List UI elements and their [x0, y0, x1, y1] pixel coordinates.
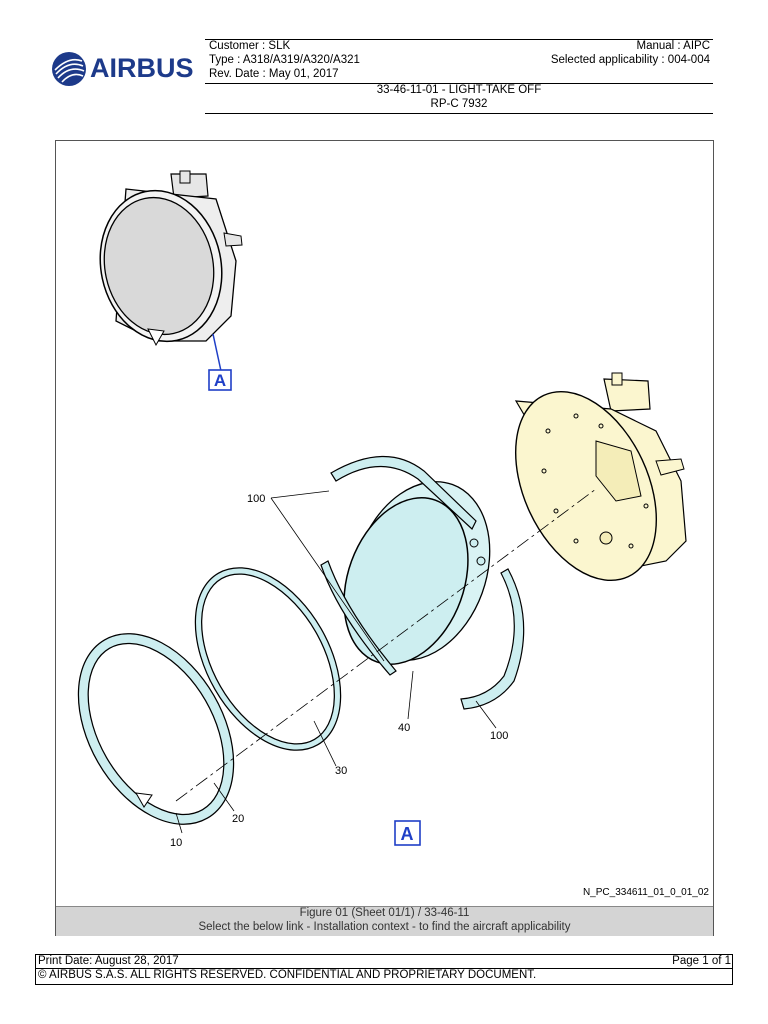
retainer-segment-left	[320, 560, 397, 676]
footer-right-border	[732, 954, 733, 985]
callout-100-top: 100	[247, 493, 265, 505]
rev-date-label: Rev. Date : May 01, 2017	[209, 68, 339, 80]
airbus-globe-icon	[52, 52, 86, 86]
customer-label: Customer : SLK	[209, 40, 291, 52]
retainer-segment-top	[330, 455, 477, 530]
callout-10: 10	[170, 837, 182, 849]
caption-line-1: Figure 01 (Sheet 01/1) / 33-46-11	[299, 907, 470, 919]
lamp-housing-part	[514, 372, 687, 582]
footer-mid-rule	[35, 968, 733, 969]
figure-caption: Figure 01 (Sheet 01/1) / 33-46-11 Select…	[56, 906, 713, 936]
page-number: Page 1 of 1	[672, 955, 731, 967]
print-date: Print Date: August 28, 2017	[38, 955, 179, 967]
detail-a-text-bottom: A	[401, 824, 414, 844]
assembly-centerline	[175, 488, 597, 802]
footer-bottom-rule	[35, 984, 733, 985]
copyright-notice: © AIRBUS S.A.S. ALL RIGHTS RESERVED. CON…	[38, 969, 537, 981]
registration-label: RP-C 7932	[430, 98, 488, 110]
callout-100-bottom: 100	[490, 730, 508, 742]
callout-30: 30	[335, 765, 347, 777]
airbus-logo: AIRBUS	[50, 50, 200, 88]
retainer-segment-right	[460, 568, 525, 710]
clamp-screw-part	[135, 792, 153, 808]
header-mid-rule	[205, 83, 713, 84]
gasket-ring-part	[196, 568, 340, 750]
detail-a-marker-bottom[interactable]	[394, 820, 421, 846]
type-label: Type : A318/A319/A320/A321	[209, 54, 360, 66]
logo-text: AIRBUS	[90, 53, 194, 83]
callout-20: 20	[232, 813, 244, 825]
overview-lamp-assembly	[99, 170, 243, 372]
sealed-beam-lamp-part	[343, 481, 491, 665]
detail-a-marker-top[interactable]	[208, 369, 232, 391]
drawing-reference: N_PC_334611_01_0_01_02	[583, 887, 709, 898]
detail-a-text-top: A	[214, 371, 226, 390]
header-bottom-rule	[205, 113, 713, 114]
header-top-rule	[205, 39, 713, 40]
footer-left-border	[35, 954, 36, 985]
caption-line-2[interactable]: Select the below link - Installation con…	[198, 920, 571, 933]
document-title: 33-46-11-01 - LIGHT-TAKE OFF	[376, 84, 542, 96]
exploded-view-drawing: A 100 100	[77, 170, 709, 898]
footer-top-rule	[35, 954, 733, 955]
clamp-ring-part	[79, 634, 233, 824]
applicability-label: Selected applicability : 004-004	[550, 54, 710, 66]
manual-label: Manual : AIPC	[636, 40, 710, 52]
callout-40: 40	[398, 722, 410, 734]
